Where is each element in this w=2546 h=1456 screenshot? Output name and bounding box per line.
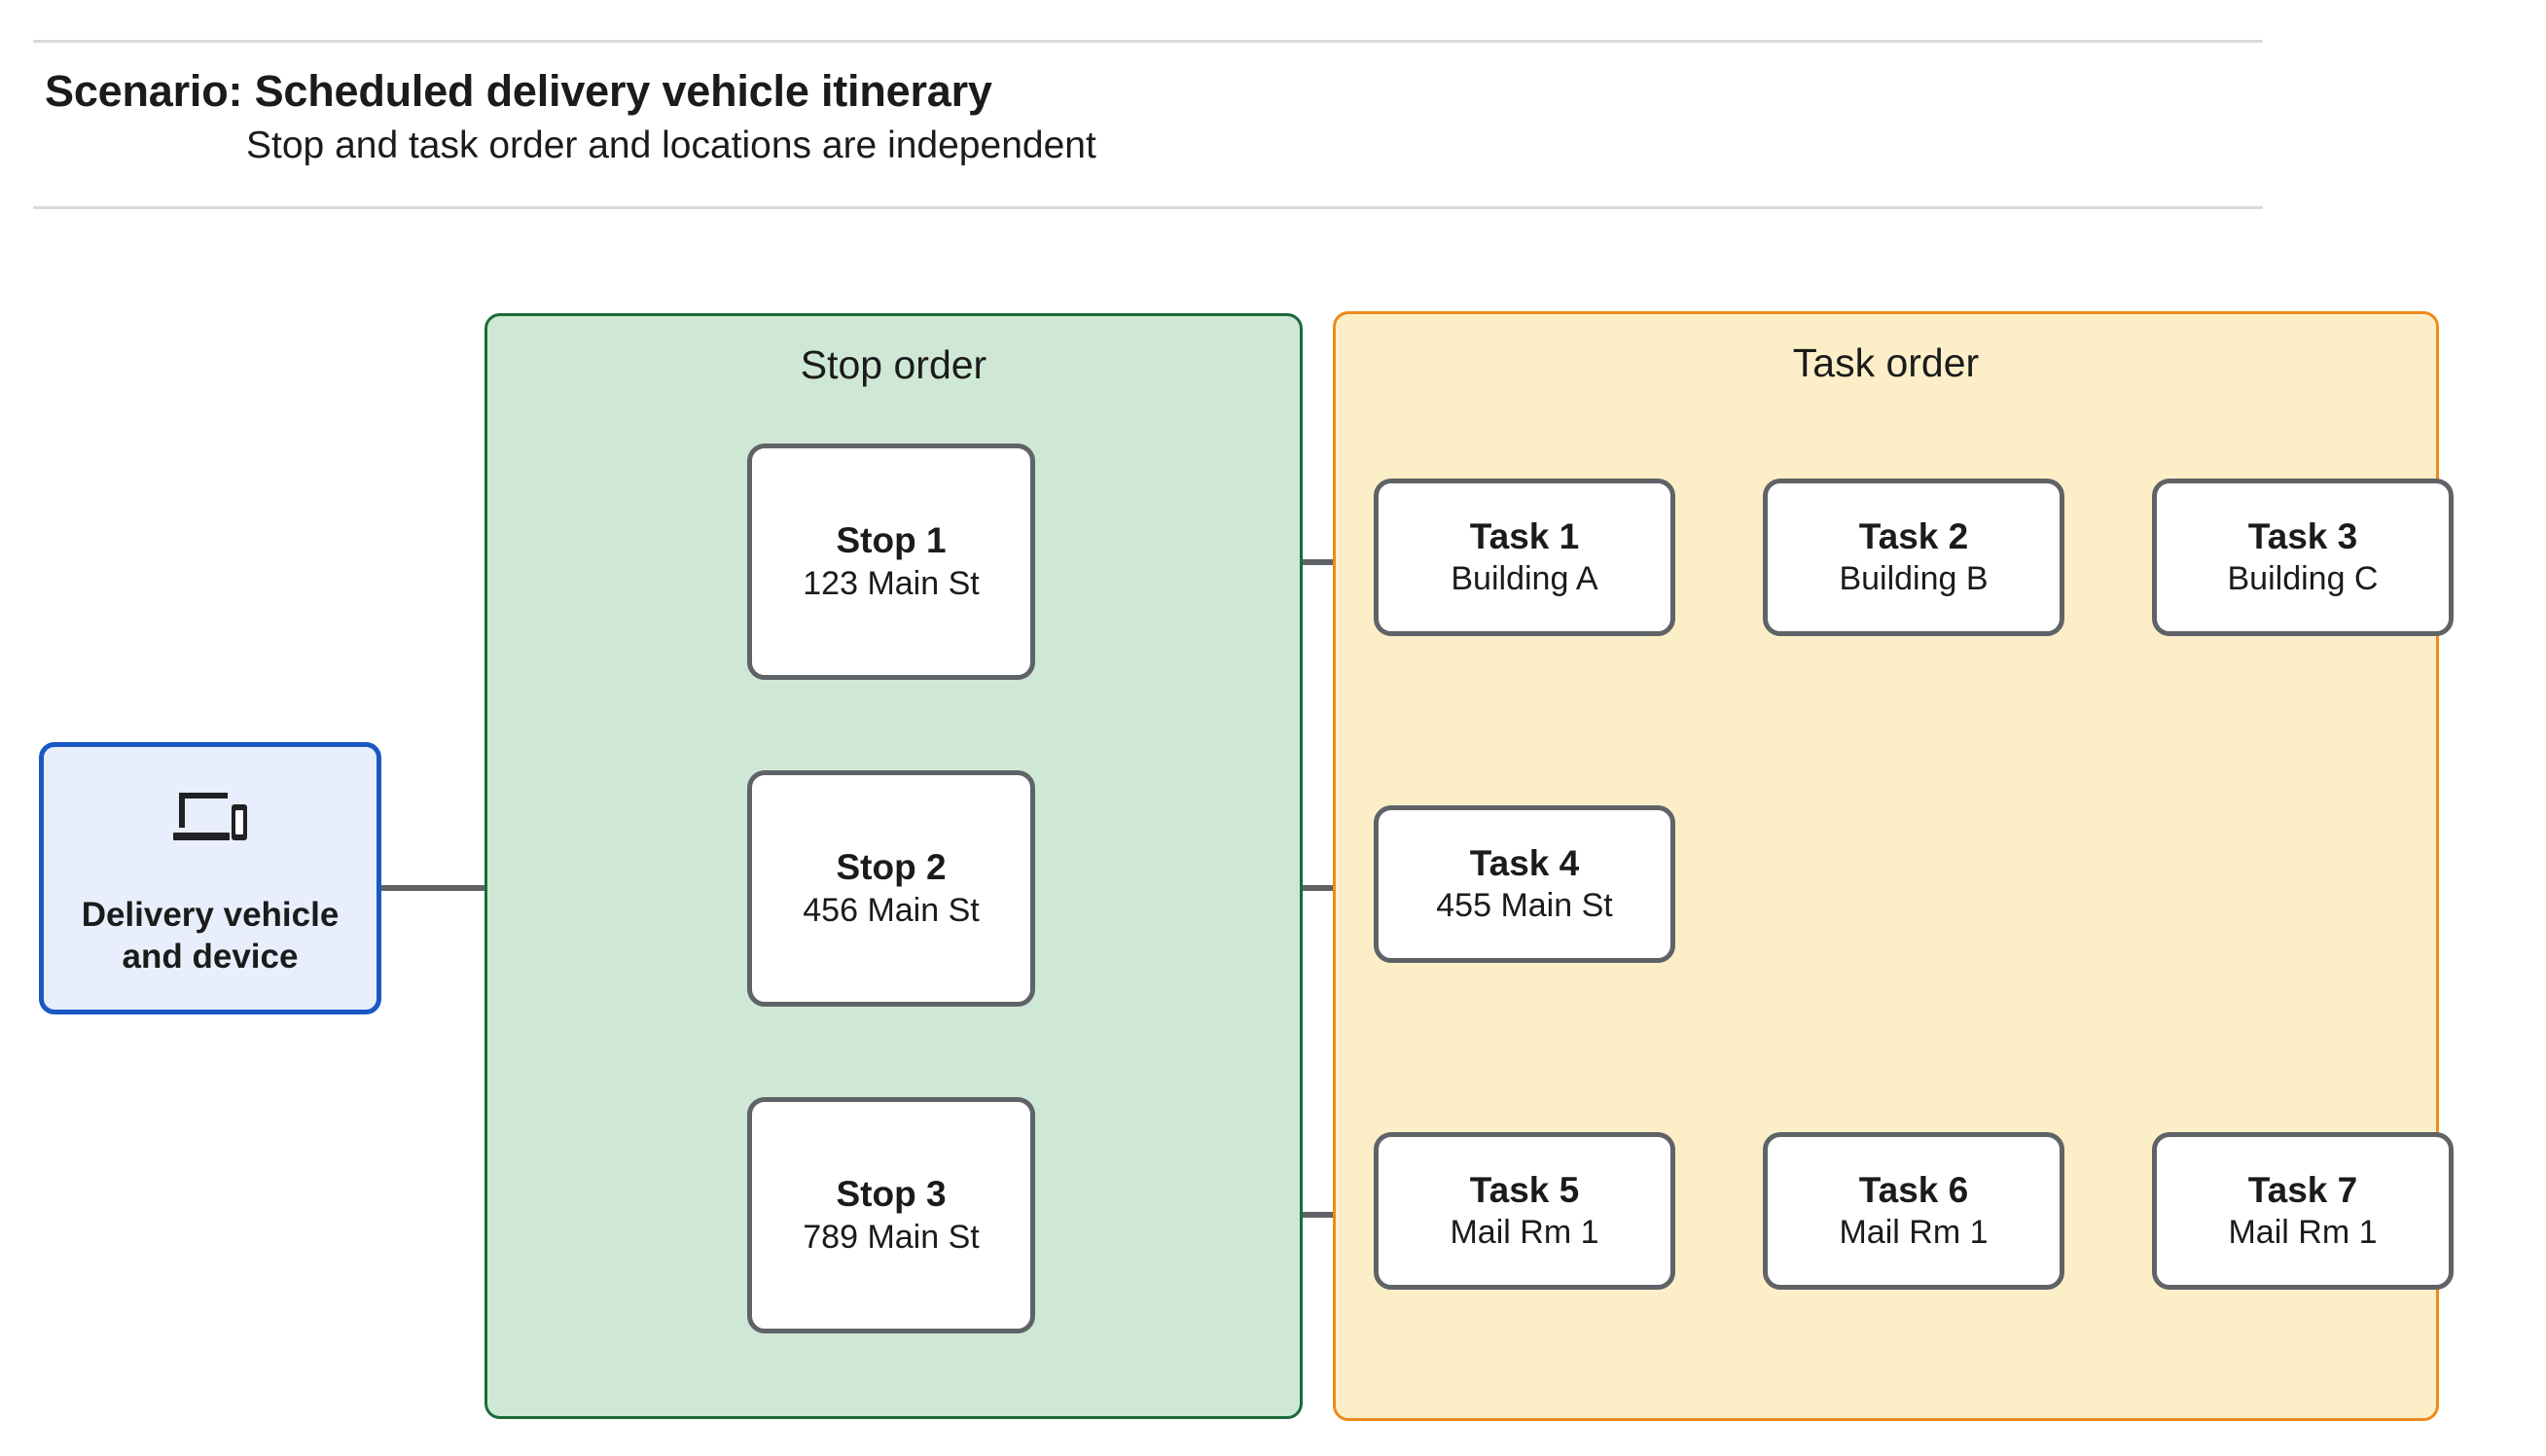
device-label-line-2: and device (122, 937, 299, 976)
task-node-3[interactable]: Task 3 Building C (2152, 479, 2454, 636)
page-subtitle: Stop and task order and locations are in… (246, 124, 1096, 166)
stop-node-3-title: Stop 3 (836, 1174, 947, 1215)
task-node-4-title: Task 4 (1469, 842, 1580, 883)
stop-node-3-location: 789 Main St (803, 1218, 980, 1256)
task-node-6[interactable]: Task 6 Mail Rm 1 (1763, 1132, 2064, 1290)
device-label-line-1: Delivery vehicle (81, 895, 340, 934)
task-node-3-title: Task 3 (2247, 515, 2358, 556)
task-node-5-title: Task 5 (1469, 1169, 1580, 1210)
stop-node-2-title: Stop 2 (836, 847, 947, 888)
task-order-panel-title: Task order (1792, 340, 1980, 385)
task-node-5-location: Mail Rm 1 (1450, 1214, 1599, 1252)
devices-laptop-phone-icon (171, 787, 249, 852)
stop-node-3[interactable]: Stop 3 789 Main St (747, 1097, 1035, 1333)
task-node-1-location: Building A (1451, 560, 1598, 598)
task-node-2-location: Building B (1839, 560, 1989, 598)
stop-order-panel-title: Stop order (800, 342, 987, 387)
task-node-5[interactable]: Task 5 Mail Rm 1 (1374, 1132, 1675, 1290)
delivery-vehicle-device-node[interactable]: Delivery vehicle and device (39, 742, 381, 1014)
task-node-6-title: Task 6 (1858, 1169, 1969, 1210)
delivery-vehicle-device-label: Delivery vehicle and device (82, 895, 340, 977)
task-node-7[interactable]: Task 7 Mail Rm 1 (2152, 1132, 2454, 1290)
stop-node-1-location: 123 Main St (803, 564, 980, 602)
stop-node-1[interactable]: Stop 1 123 Main St (747, 444, 1035, 680)
task-node-1[interactable]: Task 1 Building A (1374, 479, 1675, 636)
header-divider-top (33, 40, 2263, 43)
task-node-1-title: Task 1 (1469, 515, 1580, 556)
task-node-6-location: Mail Rm 1 (1839, 1214, 1989, 1252)
stop-node-1-title: Stop 1 (836, 520, 947, 561)
stop-node-2-location: 456 Main St (803, 891, 980, 929)
header-divider-bottom (33, 206, 2263, 209)
task-node-4[interactable]: Task 4 455 Main St (1374, 805, 1675, 963)
page-title: Scenario: Scheduled delivery vehicle iti… (45, 66, 992, 116)
task-node-3-location: Building C (2227, 560, 2379, 598)
task-node-7-title: Task 7 (2247, 1169, 2358, 1210)
task-node-4-location: 455 Main St (1436, 887, 1613, 925)
task-node-2[interactable]: Task 2 Building B (1763, 479, 2064, 636)
stop-node-2[interactable]: Stop 2 456 Main St (747, 770, 1035, 1007)
task-node-2-title: Task 2 (1858, 515, 1969, 556)
task-node-7-location: Mail Rm 1 (2228, 1214, 2378, 1252)
